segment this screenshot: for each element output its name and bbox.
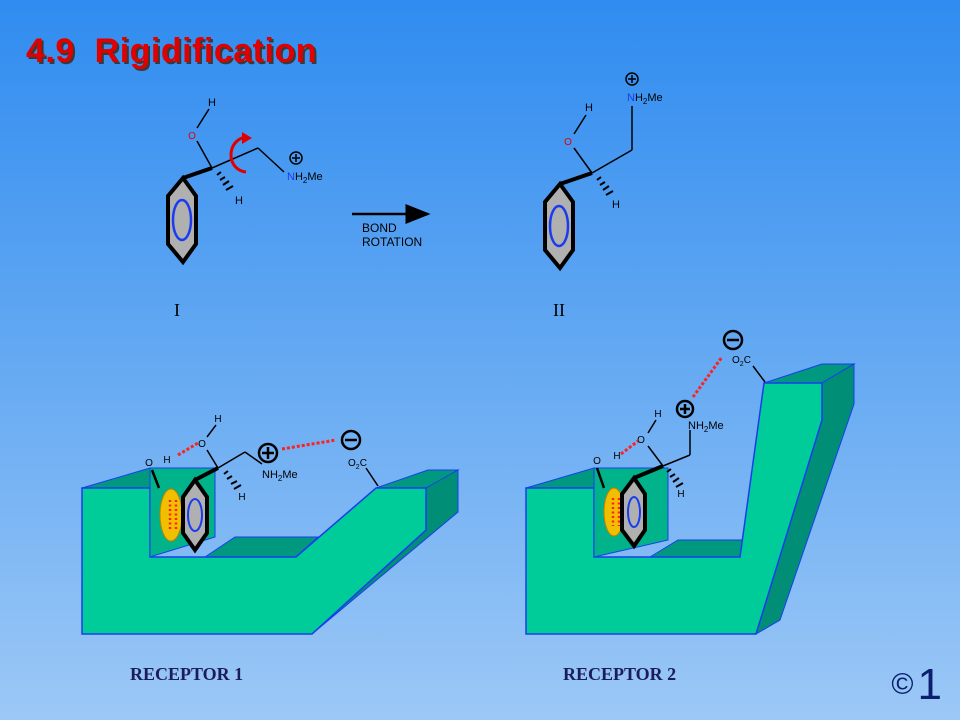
atom-h: H xyxy=(163,455,170,466)
amine-group: NH2Me xyxy=(688,420,724,434)
aromatic-ring-icon xyxy=(548,204,570,248)
atom-o: O xyxy=(145,458,153,469)
benzene-ring xyxy=(543,180,575,272)
hashed-bond xyxy=(223,470,242,490)
molecule-2-label: II xyxy=(553,300,565,320)
aromatic-ring-icon xyxy=(627,496,641,528)
benzene-ring xyxy=(181,476,209,554)
atom-h: H xyxy=(214,414,221,425)
rotation-arrowhead-icon xyxy=(242,132,252,144)
benzene-ring xyxy=(620,474,647,550)
arrow-label-line1: BOND xyxy=(362,221,397,235)
benzene-ring xyxy=(166,174,198,266)
arrow-label-line2: ROTATION xyxy=(362,235,422,249)
atom-h: H xyxy=(238,492,245,503)
carboxylate-charge-icon xyxy=(722,329,744,351)
van-der-waals-interaction xyxy=(168,500,178,530)
aromatic-ring-icon xyxy=(171,198,193,242)
carboxylate-group: O2C xyxy=(732,355,751,368)
receptor-1-label: RECEPTOR 1 xyxy=(130,664,244,684)
bond-rotation-arrow: BOND ROTATION xyxy=(352,204,431,249)
molecule-1: O H H NH2Me xyxy=(166,97,323,266)
atom-h: H xyxy=(677,489,684,500)
atom-h: H xyxy=(585,102,593,114)
carboxylate-charge-icon xyxy=(340,429,362,451)
atom-o: O xyxy=(637,435,645,446)
molecule-2: O H H NH2Me xyxy=(543,72,663,272)
hashed-bond xyxy=(666,468,684,488)
atom-o: O xyxy=(198,439,206,450)
rotation-arrow-icon xyxy=(229,135,247,174)
ammonium-charge-icon xyxy=(625,72,639,86)
ammonium-charge-icon xyxy=(289,151,303,165)
aromatic-ring-icon xyxy=(187,498,203,532)
atom-h: H xyxy=(208,97,216,109)
ammonium-charge-icon xyxy=(675,399,695,419)
atom-h: H xyxy=(612,199,620,211)
amine-group: NH2Me xyxy=(262,469,298,483)
carboxylate-group: O2C xyxy=(348,458,367,471)
ammonium-charge-icon xyxy=(257,442,279,464)
atom-o: O xyxy=(564,137,572,148)
hashed-bond xyxy=(596,176,614,196)
hashed-bond xyxy=(216,171,234,191)
ionic-interaction xyxy=(281,438,337,451)
atom-h: H xyxy=(654,409,661,420)
atom-o: O xyxy=(593,456,601,467)
ionic-interaction xyxy=(691,356,724,398)
receptor-2-label: RECEPTOR 2 xyxy=(563,664,677,684)
receptor-1: O H H O H NH2Me O2C xyxy=(81,414,460,635)
slide-title: 4.9 Rigidification xyxy=(26,32,317,70)
receptor-2: O H H O H NH2Me O2C xyxy=(525,329,856,636)
atom-h: H xyxy=(235,195,243,207)
amine-group: NH2Me xyxy=(627,92,663,106)
copyright-mark: ©1 xyxy=(891,660,942,710)
amine-group: NH2Me xyxy=(287,171,323,185)
van-der-waals-interaction xyxy=(611,498,621,526)
molecule-1-label: I xyxy=(174,300,180,320)
atom-o: O xyxy=(188,131,196,142)
hydrogen-bond xyxy=(177,441,199,457)
atom-h: H xyxy=(613,451,620,462)
hydrogen-bond xyxy=(620,439,639,456)
copyright-number: 1 xyxy=(917,660,942,709)
receptor-front-face xyxy=(81,487,427,635)
copyright-icon: © xyxy=(891,668,914,701)
